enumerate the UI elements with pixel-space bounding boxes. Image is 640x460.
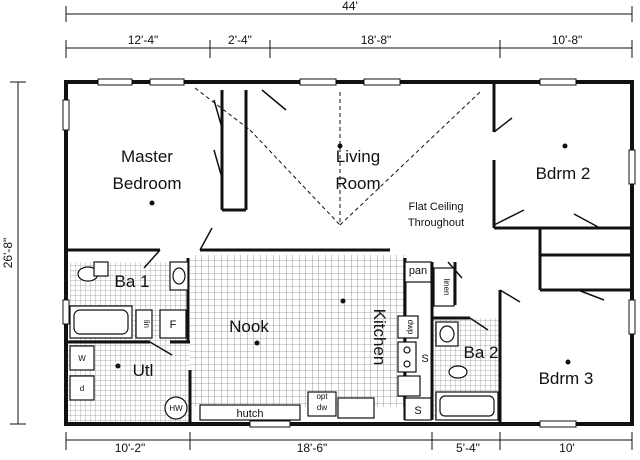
tiled-floors	[68, 255, 500, 424]
hutch-counter	[199, 404, 301, 421]
room-ba2: Ba 2	[464, 343, 499, 362]
label-dryer: d	[80, 384, 84, 393]
label-hw: HW	[169, 404, 183, 413]
dim-overall-width: 44'	[342, 0, 358, 13]
door-swings	[143, 89, 605, 356]
furnace	[159, 309, 187, 339]
label-f: F	[170, 319, 177, 331]
ba1-sink-basin	[172, 267, 186, 285]
label-s-upper: S	[421, 353, 428, 365]
dim-bottom-1: 10'-2"	[115, 441, 146, 455]
dishwasher-prep	[397, 315, 419, 339]
label-pan: pan	[409, 265, 427, 277]
label-dw: dw	[317, 403, 327, 412]
room-living-line2: Room	[335, 174, 380, 193]
note-flat-ceiling-line2: Throughout	[408, 217, 464, 229]
ceiling-lines	[194, 87, 481, 226]
ba1-cabinet	[93, 261, 109, 277]
dryer	[69, 375, 95, 401]
dim-overall-depth: 26'-8"	[1, 238, 15, 269]
ba1-tub-inner	[73, 309, 129, 335]
ba1-linen-closet	[135, 309, 153, 339]
room-living-line1: Living	[336, 147, 380, 166]
kitchen-sink	[337, 397, 375, 419]
ba2-tub-inner	[439, 395, 495, 417]
hall-linen	[433, 267, 455, 307]
fixture-labels: pan linen lin F dwp S S W d HW hutch opt…	[78, 265, 451, 420]
dim-top-1: 12'-4"	[128, 33, 159, 47]
note-flat-ceiling-line1: Flat Ceiling	[408, 201, 463, 213]
fridge-slot	[397, 375, 421, 397]
opt-dw	[307, 391, 337, 417]
pantry	[404, 261, 432, 283]
washer	[69, 345, 95, 371]
label-linen: linen	[442, 279, 451, 296]
room-bdrm3: Bdrm 3	[539, 369, 594, 388]
label-washer: W	[78, 354, 86, 363]
room-labels: Master Bedroom Living Room Bdrm 2 Bdrm 3…	[113, 147, 594, 388]
dim-bottom-3: 5'-4"	[456, 441, 480, 455]
label-dwp: dwp	[406, 320, 415, 335]
water-heater	[164, 396, 188, 420]
range-burner-2	[403, 360, 411, 368]
bottom-corner-cabinet	[404, 397, 432, 421]
nook-tile-floor	[190, 255, 405, 407]
label-hutch: hutch	[237, 408, 264, 420]
room-utl: Utl	[133, 361, 154, 380]
label-opt: opt	[316, 392, 328, 401]
range	[397, 341, 417, 373]
room-master-line2: Bedroom	[113, 174, 182, 193]
ba2-toilet	[448, 365, 468, 379]
label-s-lower: S	[414, 405, 421, 417]
room-center-dots	[115, 143, 571, 369]
dim-bottom-4: 10'	[559, 441, 575, 455]
dim-top-3: 18'-8"	[361, 33, 392, 47]
ba2-sink-basin	[439, 325, 455, 343]
dim-top-2: 2'-4"	[228, 33, 252, 47]
dim-top-4: 10'-8"	[552, 33, 583, 47]
range-burner-1	[403, 346, 411, 354]
dimension-lines	[10, 6, 633, 450]
fixtures	[69, 261, 499, 421]
label-lin: lin	[142, 320, 151, 328]
dim-bottom-2: 18'-6"	[297, 441, 328, 455]
room-master-line1: Master	[121, 147, 173, 166]
room-bdrm2: Bdrm 2	[536, 164, 591, 183]
room-ba1: Ba 1	[115, 272, 150, 291]
exterior-walls	[64, 80, 634, 426]
room-nook: Nook	[229, 317, 269, 336]
windows	[62, 78, 636, 428]
room-kitchen: Kitchen	[370, 309, 389, 366]
